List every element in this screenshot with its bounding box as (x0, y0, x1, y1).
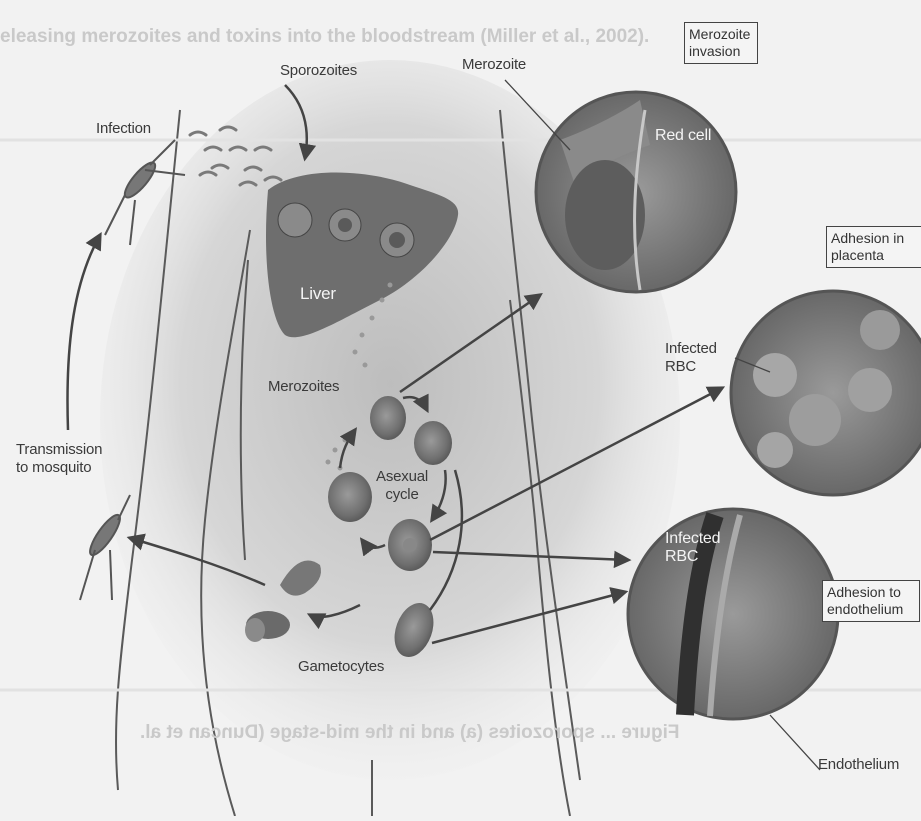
box-merozoite-invasion: Merozoite invasion (684, 22, 758, 64)
label-transmission: Transmission to mosquito (16, 441, 116, 477)
label-infection: Infection (96, 120, 151, 138)
label-asexual-cycle: Asexual cycle (372, 468, 432, 504)
label-infected-rbc-endothelium: Infected RBC (665, 530, 725, 566)
label-endothelium: Endothelium (818, 756, 899, 774)
label-red-cell: Red cell (655, 127, 711, 145)
label-infected-rbc-placenta: Infected RBC (665, 340, 725, 376)
circle-merozoite-invasion (536, 92, 736, 292)
label-liver: Liver (300, 285, 336, 303)
circle-adhesion-endothelium (628, 509, 838, 719)
bleed-text-bottom: Figure ... sporozoites (a) and in the mi… (140, 722, 679, 744)
bleed-text-top: eleasing merozoites and toxins into the … (0, 26, 649, 48)
box-adhesion-placenta: Adhesion in placenta (826, 226, 921, 268)
circle-adhesion-placenta (731, 291, 921, 495)
label-merozoites: Merozoites (268, 378, 339, 396)
label-merozoite: Merozoite (462, 56, 526, 74)
box-adhesion-endothelium: Adhesion to endothelium (822, 580, 920, 622)
label-gametocytes: Gametocytes (298, 658, 384, 676)
label-sporozoites: Sporozoites (280, 62, 357, 80)
